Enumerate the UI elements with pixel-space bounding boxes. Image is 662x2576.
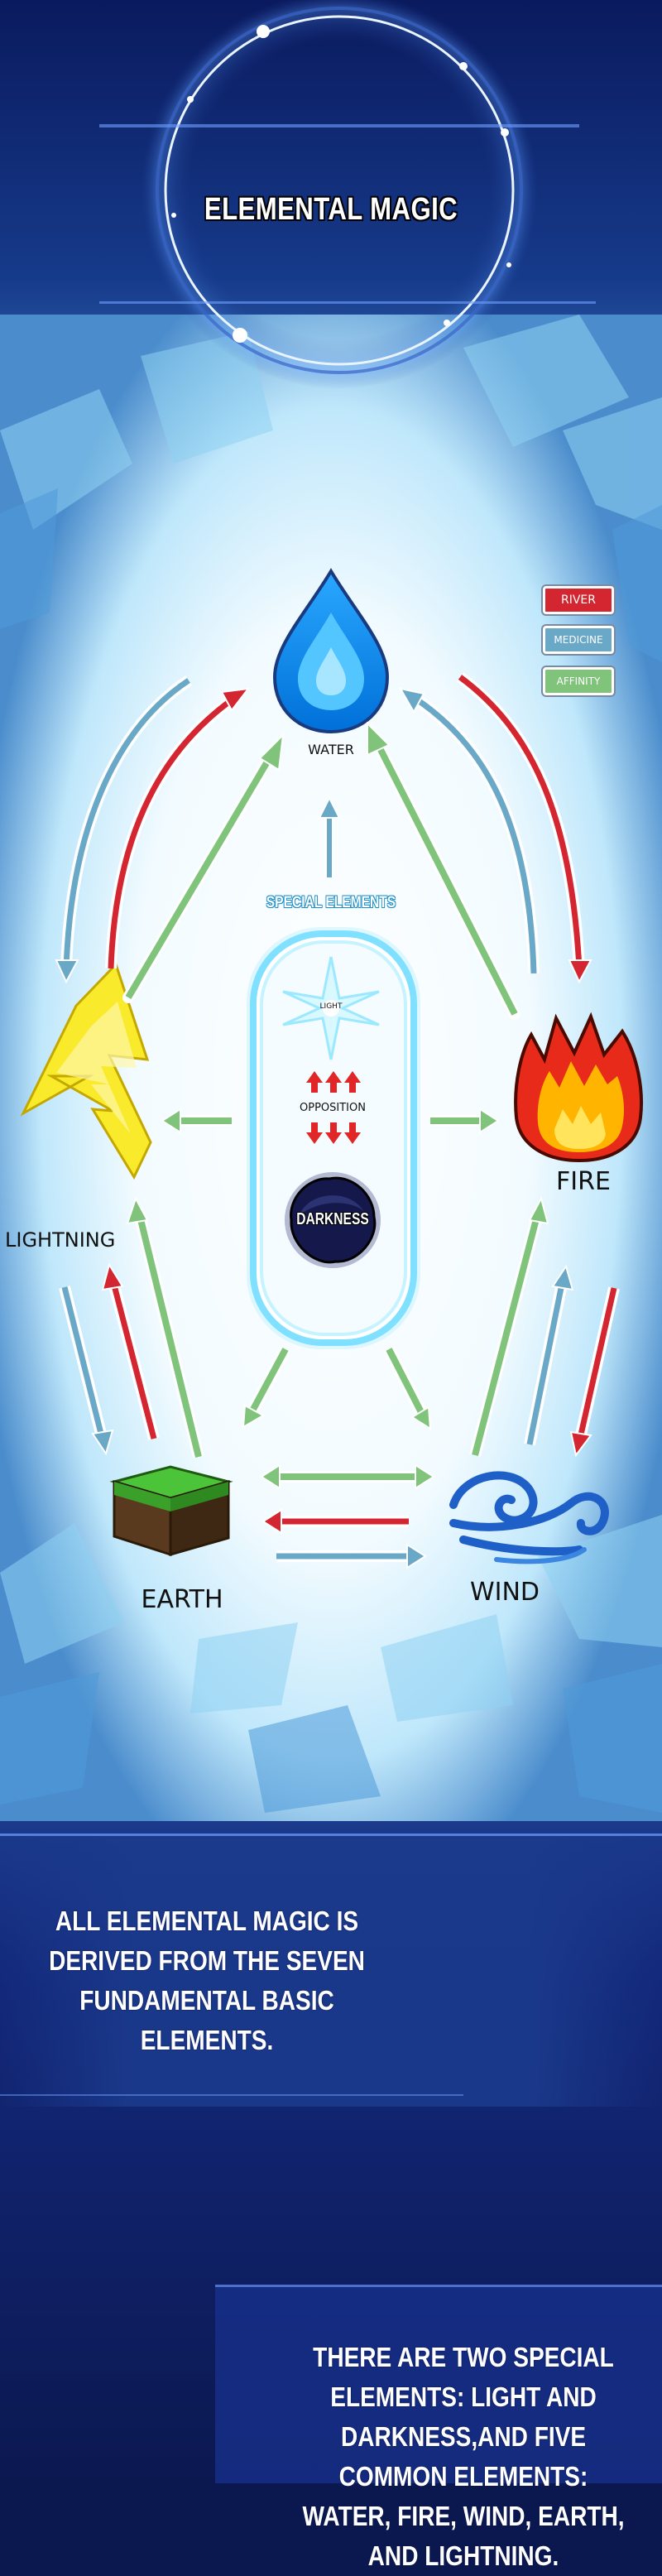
lightning-label: LIGHTNING [5,1228,116,1252]
light-label: LIGHT [319,1002,343,1011]
darkness-icon [285,1172,381,1268]
darkness-label: DARKNESS [296,1210,369,1228]
special-elements-heading: SPECIAL ELEMENTS [266,894,396,911]
wind-icon [449,1471,609,1564]
earth-icon [109,1465,233,1557]
fire-label: FIRE [556,1167,611,1196]
fire-icon [514,1012,644,1163]
river-arrows [101,672,620,1535]
legend-medicine: MEDICINE [543,626,614,654]
element-diagram [20,568,644,1569]
opposition-up-arrows-icon [306,1071,361,1093]
legend-river-label: RIVER [560,594,596,607]
caption-second: THERE ARE TWO SPECIAL ELEMENTS: LIGHT AN… [302,2342,625,2571]
affinity-arrows [122,721,549,1490]
opposition-down-arrows-icon [306,1122,361,1144]
earth-label: EARTH [141,1585,223,1614]
water-label: WATER [308,742,354,757]
wind-label: WIND [469,1578,540,1607]
medicine-arrows [55,675,574,1569]
opposition-label: OPPOSITION [300,1102,366,1114]
light-icon [282,956,380,1060]
legend-river: RIVER [543,586,614,614]
legend-medicine-label: MEDICINE [554,634,603,646]
page-title: ELEMENTAL MAGIC [204,192,458,227]
water-icon [272,568,390,734]
lightning-icon [20,962,152,1180]
legend-affinity: AFFINITY [543,667,614,695]
legend-affinity-label: AFFINITY [556,675,601,687]
caption-first: ALL ELEMENTAL MAGIC IS DERIVED FROM THE … [49,1906,365,2055]
